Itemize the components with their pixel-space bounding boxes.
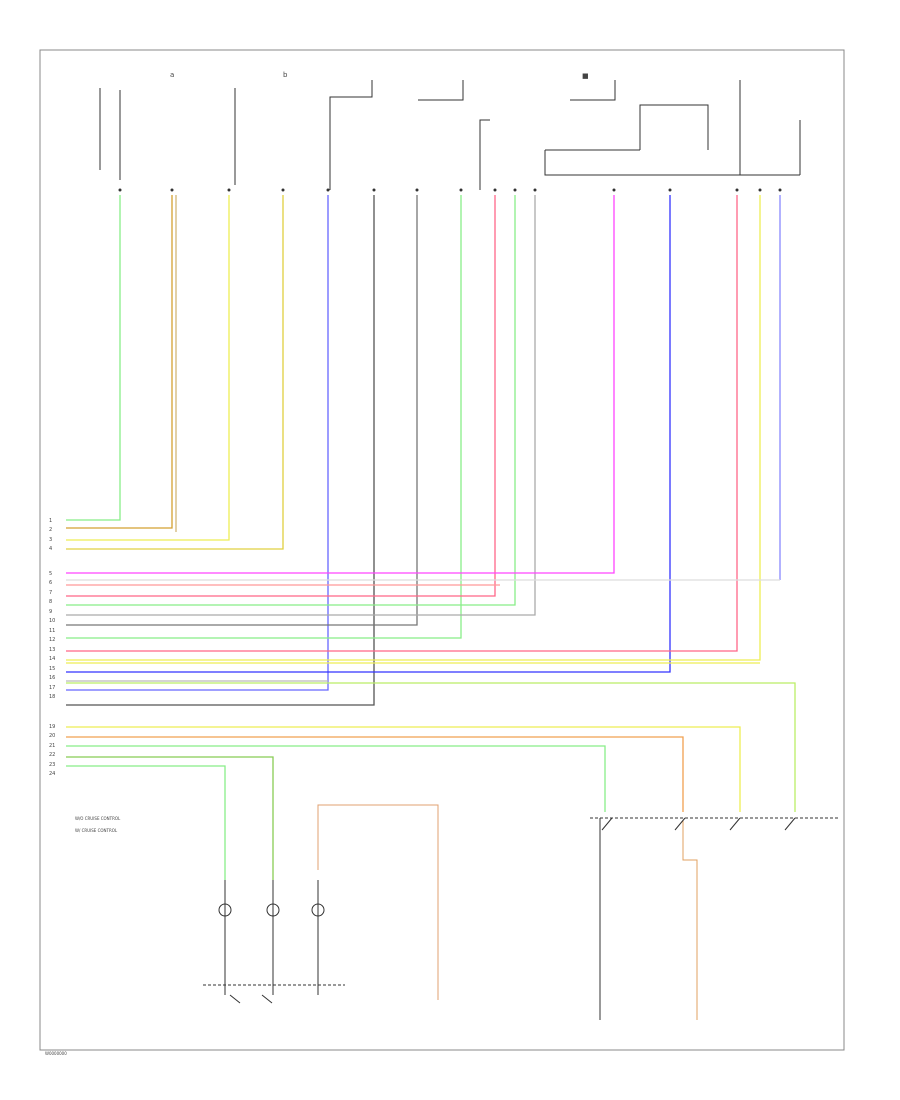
svg-text:18: 18 <box>49 694 55 700</box>
top-pin-dots <box>118 188 782 192</box>
note-symbol-a: a <box>170 71 174 79</box>
svg-text:20: 20 <box>49 733 55 739</box>
svg-text:23: 23 <box>49 762 55 768</box>
svg-text:14: 14 <box>49 656 55 662</box>
wire-pink-1 <box>66 195 496 597</box>
wire-gray-3 <box>66 195 536 616</box>
wire-blue <box>66 195 671 673</box>
footer-code: W0000000 <box>45 1051 67 1056</box>
wire-yellow-3 <box>66 195 230 541</box>
note-b: W/ CRUISE CONTROL <box>75 828 118 833</box>
svg-text:3: 3 <box>49 537 52 543</box>
harness-lines <box>66 579 796 880</box>
wire-green-3 <box>66 195 516 606</box>
wire-magenta <box>66 195 615 574</box>
svg-text:4: 4 <box>49 546 52 552</box>
svg-text:1: 1 <box>49 518 52 524</box>
svg-text:11: 11 <box>49 628 55 634</box>
vertical-wires <box>66 195 781 706</box>
cruise-switch-section <box>203 804 439 1004</box>
svg-text:7: 7 <box>49 590 52 596</box>
svg-text:22: 22 <box>49 752 55 758</box>
svg-text:5: 5 <box>49 571 52 577</box>
wire-pink-2 <box>66 195 738 652</box>
note-symbol-b: b <box>283 71 288 79</box>
wire-green-2 <box>66 195 462 639</box>
wire-orange-2 <box>66 195 173 529</box>
svg-text:12: 12 <box>49 637 55 643</box>
svg-text:10: 10 <box>49 618 55 624</box>
wire-gray-long <box>66 195 375 706</box>
splice-symbol: ■ <box>582 72 589 80</box>
svg-text:8: 8 <box>49 599 52 605</box>
note-a: W/O CRUISE CONTROL <box>75 816 121 821</box>
svg-text:16: 16 <box>49 675 55 681</box>
svg-text:2: 2 <box>49 527 52 533</box>
wire-green-1 <box>66 195 121 521</box>
lower-right-switches <box>590 817 840 1020</box>
svg-text:19: 19 <box>49 724 55 730</box>
svg-text:24: 24 <box>49 771 55 777</box>
svg-text:13: 13 <box>49 647 55 653</box>
top-connector-outlines <box>99 80 801 190</box>
wire-yellow-4 <box>66 195 284 550</box>
wire-gray-2 <box>66 195 418 626</box>
diagram-border <box>39 49 845 1051</box>
svg-text:15: 15 <box>49 666 55 672</box>
wire-yellow-5 <box>66 195 761 661</box>
svg-text:17: 17 <box>49 685 55 691</box>
svg-text:21: 21 <box>49 743 55 749</box>
svg-text:6: 6 <box>49 580 52 586</box>
wire-blue-mid <box>66 195 329 691</box>
svg-text:9: 9 <box>49 609 52 615</box>
